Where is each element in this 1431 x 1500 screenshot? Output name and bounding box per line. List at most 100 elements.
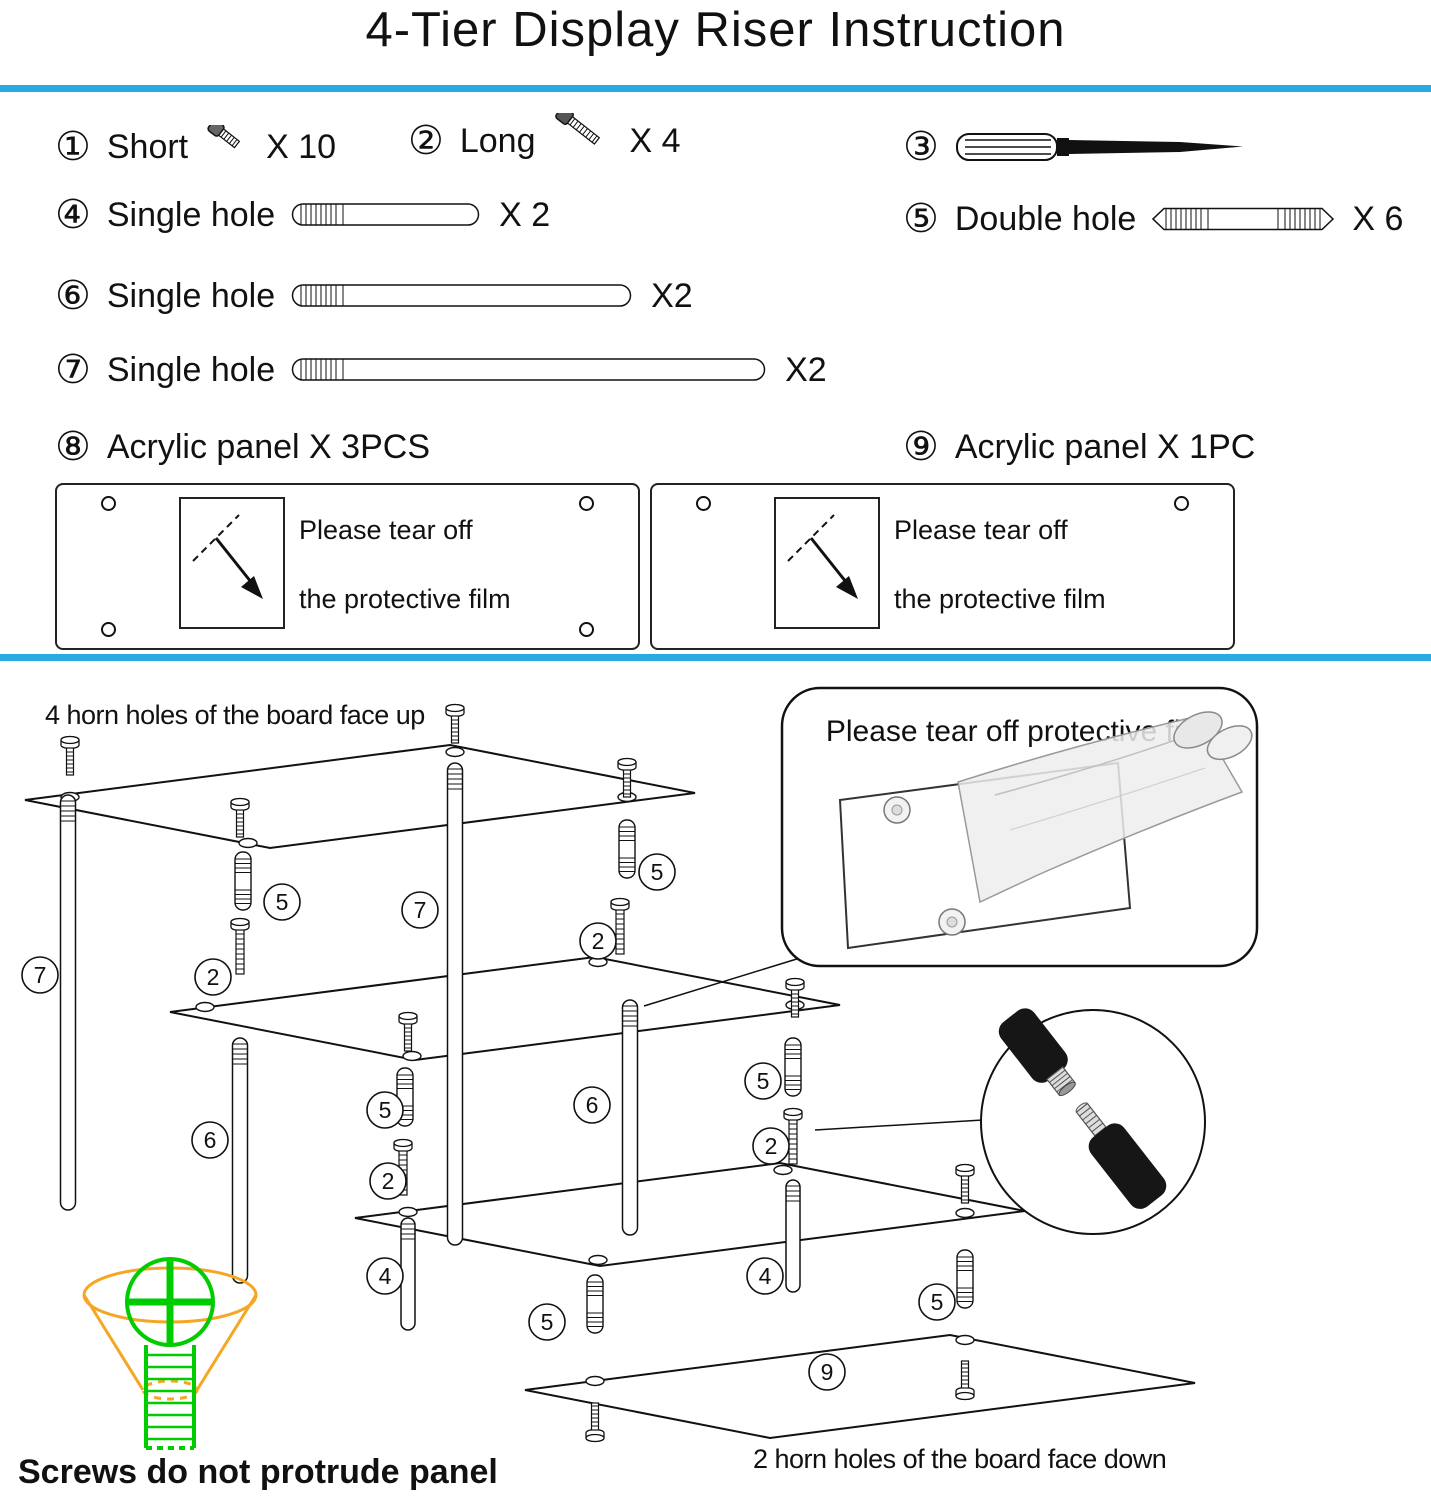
screw-short: [445, 703, 465, 744]
rod-6: [621, 999, 639, 1236]
part7-label: Single hole: [106, 350, 276, 389]
rod-7: [446, 762, 464, 1246]
flush-screw-icon: [125, 1257, 215, 1450]
part6-label: Single hole: [106, 276, 276, 315]
film-note-line2: the protective film: [894, 584, 1106, 614]
assembly-top-note: 4 horn holes of the board face up: [45, 700, 425, 730]
circled-8: ⑧: [55, 425, 91, 469]
screw-long: [230, 917, 250, 975]
screw-short: [398, 1011, 418, 1052]
part9-label: Acrylic panel X 1PC: [954, 427, 1256, 466]
screw-short-icon: [207, 125, 241, 149]
circled-4: ④: [55, 193, 91, 237]
callout-5: 5: [528, 1303, 566, 1341]
peel-film-icon: [179, 497, 285, 629]
acrylic-panel-1pc-diagram: Please tear off the protective film: [650, 483, 1235, 650]
callout-7: 7: [21, 956, 59, 994]
warning-text: Screws do not protrude panel: [18, 1453, 498, 1491]
svg-text:6: 6: [586, 1092, 599, 1118]
panel-hole: [696, 496, 711, 511]
divider-top: [0, 85, 1431, 92]
screw-short: [585, 1402, 605, 1443]
film-peel-inset: Please tear off protective film: [643, 686, 1259, 1007]
rod-4: [785, 1179, 801, 1293]
acrylic-panel-3pcs-diagram: Please tear off the protective film: [55, 483, 640, 650]
connector-5: [234, 851, 252, 911]
callout-2: 2: [369, 1162, 407, 1200]
peel-film-icon: [774, 497, 880, 629]
rod-6: [231, 1037, 249, 1284]
countersink-detail: Screws do not protrude panel: [18, 1257, 498, 1491]
part-short-screw: ① Short X 10: [55, 119, 336, 175]
rod-double-hole-icon: [1152, 207, 1335, 231]
svg-text:5: 5: [931, 1289, 944, 1315]
part6-qty: X2: [651, 276, 693, 315]
connector-5: [784, 1037, 802, 1097]
part5-label: Double hole: [954, 199, 1137, 238]
screw-short: [230, 797, 250, 838]
svg-text:5: 5: [276, 889, 289, 915]
assembly-diagram: 4 horn holes of the board face up 2 horn…: [18, 686, 1259, 1491]
svg-text:7: 7: [34, 962, 47, 988]
svg-text:5: 5: [379, 1097, 392, 1123]
svg-text:5: 5: [651, 859, 664, 885]
part7-qty: X2: [785, 350, 827, 389]
assembly-bottom-note: 2 horn holes of the board face down: [753, 1444, 1166, 1474]
panel-hole: [1174, 496, 1189, 511]
part-long-screw: ② Long X 4: [408, 113, 681, 169]
callout-5: 5: [263, 883, 301, 921]
screwdriver-icon: [955, 133, 1243, 161]
part-long-label: Long: [459, 121, 536, 160]
part-acrylic-3pcs: ⑧ Acrylic panel X 3PCS: [55, 419, 430, 475]
circled-5: ⑤: [903, 197, 939, 241]
part-long-qty: X 4: [629, 121, 681, 160]
tier-4-panel: [524, 1333, 1196, 1440]
rod-single-hole-short-icon: [291, 203, 480, 226]
part-single-hole-mid: ⑥ Single hole X2: [55, 268, 693, 324]
connector-5: [618, 819, 636, 879]
callout-2: 2: [579, 922, 617, 960]
svg-text:2: 2: [765, 1133, 778, 1159]
tier-2-panel: [169, 955, 841, 1062]
svg-text:4: 4: [379, 1263, 392, 1289]
rod-7: [59, 794, 77, 1211]
circled-3: ③: [903, 125, 939, 169]
callout-6: 6: [573, 1086, 611, 1124]
rod-single-hole-mid-icon: [291, 284, 632, 307]
part-short-label: Short: [106, 127, 189, 166]
rod-single-hole-long-icon: [291, 358, 766, 381]
panel-hole: [101, 496, 116, 511]
film-note-line2: the protective film: [299, 584, 511, 614]
connector-5: [586, 1274, 604, 1334]
part4-label: Single hole: [106, 195, 276, 234]
part-double-hole: ⑤ Double hole X 6: [903, 191, 1403, 247]
part8-label: Acrylic panel X 3PCS: [106, 427, 430, 466]
part-acrylic-1pc: ⑨ Acrylic panel X 1PC: [903, 419, 1255, 475]
callout-5: 5: [918, 1283, 956, 1321]
screw-short: [955, 1360, 975, 1401]
connector-body: [998, 1008, 1068, 1083]
circled-6: ⑥: [55, 274, 91, 318]
connector-body: [1088, 1123, 1167, 1209]
svg-text:5: 5: [541, 1309, 554, 1335]
svg-text:5: 5: [757, 1068, 770, 1094]
callout-5: 5: [638, 853, 676, 891]
part4-qty: X 2: [499, 195, 551, 234]
screw-long-icon: [554, 113, 600, 145]
protective-film: [957, 715, 1244, 904]
svg-text:2: 2: [382, 1168, 395, 1194]
circled-2: ②: [408, 119, 444, 163]
callout-4: 4: [746, 1257, 784, 1295]
callout-6: 6: [191, 1121, 229, 1159]
svg-text:2: 2: [592, 928, 605, 954]
svg-text:4: 4: [759, 1263, 772, 1289]
callout-2: 2: [194, 958, 232, 996]
fingers-icon: [1173, 711, 1253, 761]
circled-9: ⑨: [903, 425, 939, 469]
svg-text:2: 2: [207, 964, 220, 990]
film-note-line1: Please tear off: [299, 515, 473, 545]
panel-hole: [579, 622, 594, 637]
connector-5: [956, 1249, 974, 1309]
part5-qty: X 6: [1352, 199, 1404, 238]
part-single-hole-short: ④ Single hole X 2: [55, 187, 550, 243]
